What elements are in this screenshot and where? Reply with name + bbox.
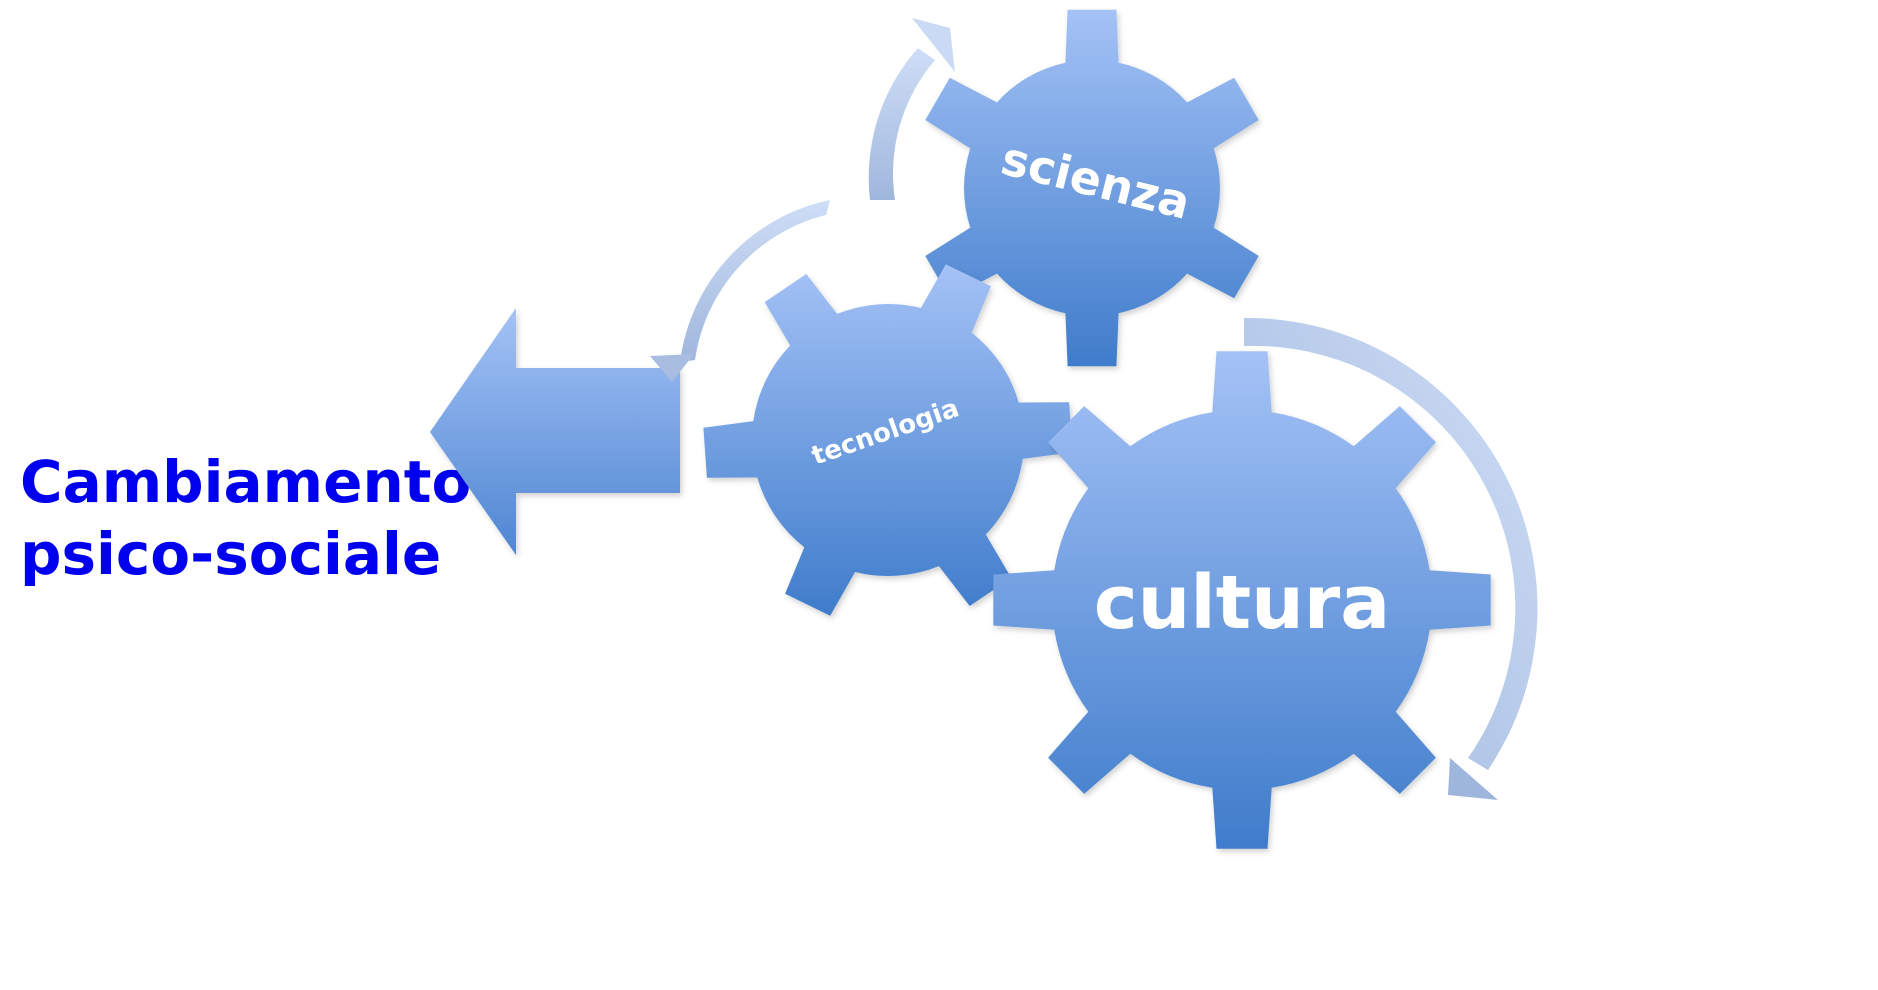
title-line-2: psico-sociale <box>20 520 442 588</box>
gear-tecnologia-icon <box>703 264 1073 616</box>
curved-arrow-from-cultura <box>1244 317 1538 800</box>
title-line-1: Cambiamento <box>20 448 472 516</box>
curved-arrow-to-scienza <box>868 18 955 200</box>
curved-arrow-to-arrow <box>650 200 830 382</box>
gear-cultura-icon <box>993 351 1491 849</box>
gear-label-cultura: cultura <box>1094 560 1390 646</box>
left-arrow-icon <box>430 308 680 555</box>
gear-scienza-icon <box>925 9 1259 367</box>
